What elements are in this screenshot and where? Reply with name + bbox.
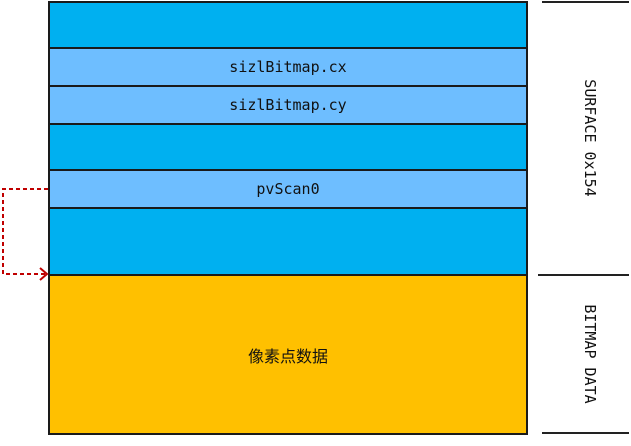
- bracket-top: [542, 1, 629, 3]
- field-sizlbitmap-cx: sizlBitmap.cx: [48, 47, 528, 87]
- field-label: sizlBitmap.cx: [229, 58, 347, 76]
- field-label: pvScan0: [256, 180, 320, 198]
- surface-header-block: [48, 1, 528, 49]
- field-pvscan0: pvScan0: [48, 169, 528, 209]
- field-label: sizlBitmap.cy: [229, 96, 347, 114]
- surface-label: SURFACE 0x154: [581, 79, 599, 197]
- bracket-divider: [538, 274, 629, 276]
- field-sizlbitmap-cy: sizlBitmap.cy: [48, 85, 528, 125]
- pointer-arrow: [2, 188, 49, 281]
- bracket-bottom: [542, 432, 629, 434]
- surface-tail-block: [48, 207, 528, 276]
- pixel-data-label: 像素点数据: [247, 346, 328, 366]
- bitmap-data-block: 像素点数据: [48, 274, 528, 435]
- bitmap-data-label: BITMAP DATA: [581, 304, 599, 404]
- surface-middle-block: [48, 123, 528, 171]
